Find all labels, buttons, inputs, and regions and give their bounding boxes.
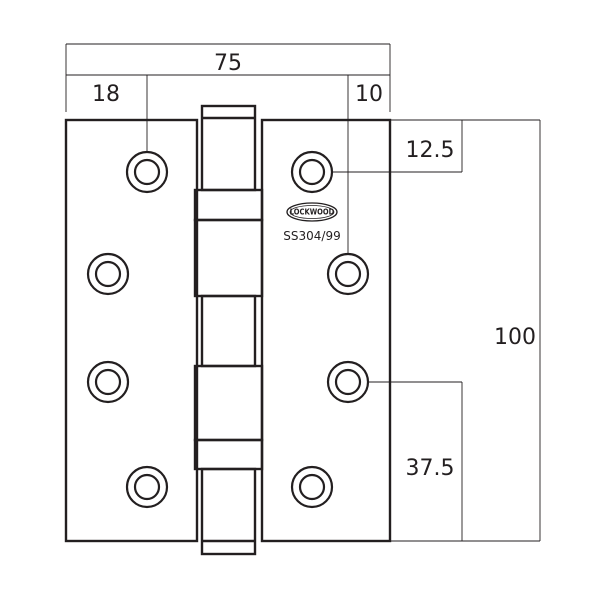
material-marking: SS304/99 xyxy=(283,229,340,243)
dimension-label-height: 100 xyxy=(494,325,536,350)
hinge-left-leaf xyxy=(64,118,199,543)
screw-hole xyxy=(86,252,130,296)
screw-hole xyxy=(86,360,130,404)
dimension-label-bottom-offset: 37.5 xyxy=(406,456,455,481)
dimension-right-hole-offset: 10 xyxy=(347,75,383,274)
dimension-label-top-offset: 12.5 xyxy=(406,138,455,163)
dimension-left-hole-offset: 18 xyxy=(92,75,148,172)
screw-hole xyxy=(125,465,169,509)
lockwood-logo: LOCKWOOD xyxy=(286,202,338,222)
dimension-overall-width: 75 xyxy=(65,43,391,112)
dimension-height: 100 xyxy=(390,119,541,542)
dimension-top-hole-offset: 12.5 xyxy=(312,119,463,173)
screw-hole xyxy=(326,252,370,296)
dimension-label-right-offset: 10 xyxy=(355,82,383,107)
hinge-right-leaf xyxy=(260,118,392,543)
knuckle-lower xyxy=(193,364,264,442)
knuckle-bottom xyxy=(200,467,257,556)
screw-hole xyxy=(125,150,169,194)
screw-hole xyxy=(326,360,370,404)
dimension-label-overall-width: 75 xyxy=(214,51,242,76)
manufacturer-stamp: LOCKWOOD SS304/99 xyxy=(283,202,341,243)
screw-hole xyxy=(290,150,334,194)
knuckle-upper-mid xyxy=(193,188,264,222)
dimension-bottom-hole-offset: 37.5 xyxy=(348,381,463,541)
dimension-label-left-offset: 18 xyxy=(92,82,120,107)
knuckle-middle xyxy=(200,294,257,368)
knuckle-upper xyxy=(193,218,264,298)
lockwood-logo-text: LOCKWOOD xyxy=(290,208,335,217)
hinge-barrel xyxy=(193,104,264,556)
knuckle-lower-mid xyxy=(193,438,264,471)
screw-hole xyxy=(290,465,334,509)
